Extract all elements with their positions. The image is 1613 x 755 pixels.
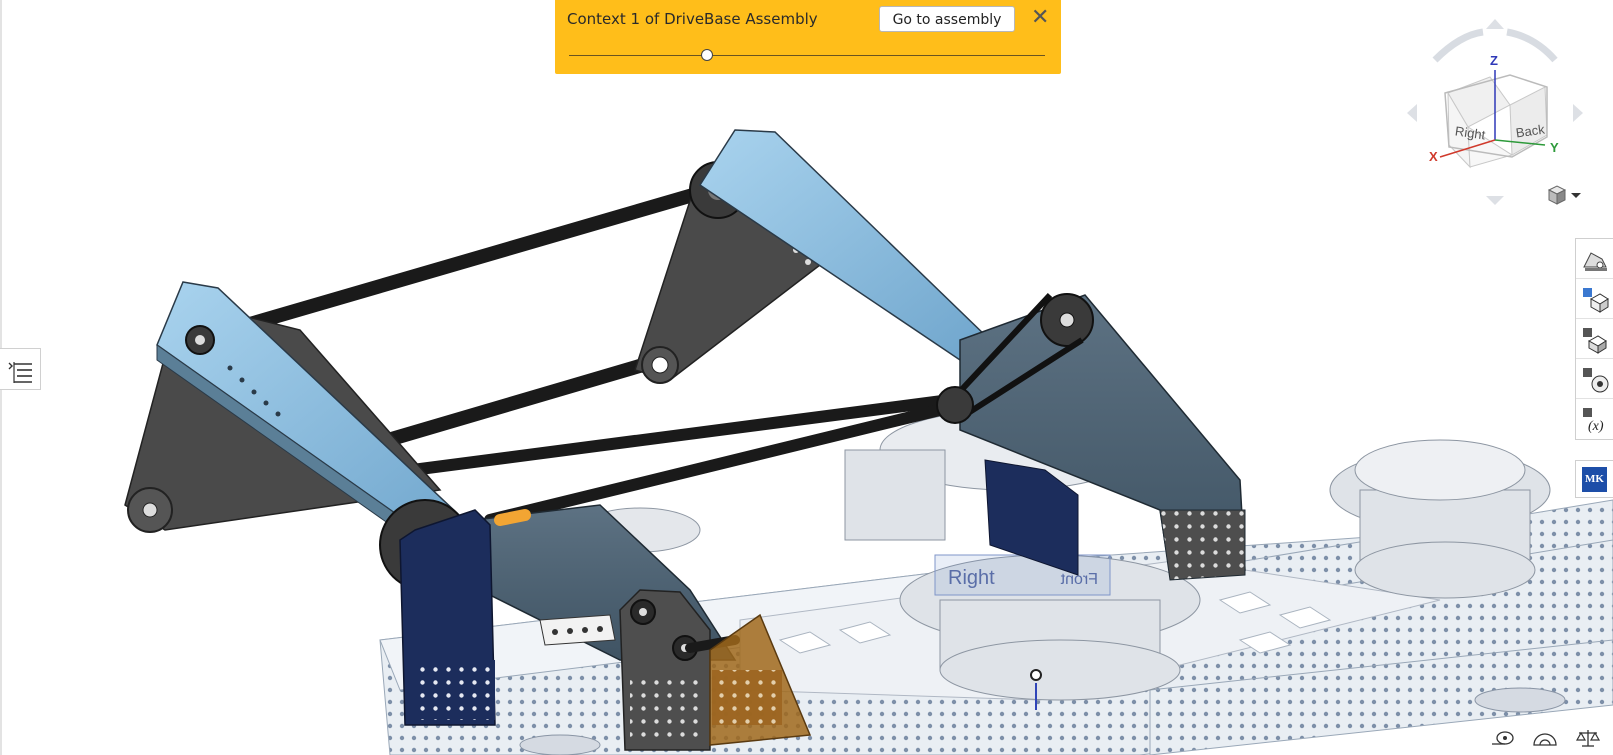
- wheel-treads: [519, 687, 1566, 755]
- axis-z-label: Z: [1490, 53, 1498, 68]
- context-banner: Context 1 of DriveBase Assembly Go to as…: [555, 0, 1061, 74]
- close-icon[interactable]: ✕: [1031, 5, 1050, 30]
- mk-app-button[interactable]: MK: [1575, 460, 1613, 498]
- axis-y-label: Y: [1550, 140, 1559, 155]
- front-bracket: [539, 614, 616, 646]
- protractor-button[interactable]: [1532, 727, 1558, 749]
- rotate-left-arrow[interactable]: [1407, 104, 1417, 122]
- mass-properties-icon: [1575, 730, 1601, 747]
- rotate-right-arrow[interactable]: [1573, 104, 1583, 122]
- tape-measure-button[interactable]: [1490, 727, 1516, 749]
- list-indent-icon: [8, 362, 32, 383]
- mate-connector-icon: [1583, 368, 1609, 393]
- view-cube[interactable]: Right Back Z X Y: [1405, 15, 1585, 210]
- variables-button[interactable]: (x): [1576, 399, 1613, 439]
- view-cube-orbit-arrows[interactable]: [1432, 28, 1558, 63]
- tape-measure-icon: [1492, 731, 1514, 745]
- scene-plane-labels: Right Front: [934, 554, 1111, 710]
- gusset-right: [936, 292, 1246, 581]
- front-amber-plate: [709, 613, 812, 746]
- arm-bar-left: [156, 281, 477, 561]
- axis-triad: Z X Y: [1429, 53, 1559, 164]
- rotate-down-arrow[interactable]: [1486, 196, 1504, 205]
- cube-shaded-icon: [1547, 185, 1567, 205]
- protractor-icon: [1533, 733, 1557, 746]
- render-studio-button[interactable]: [1576, 239, 1613, 279]
- axis-x-label: X: [1429, 149, 1438, 164]
- svg-text:(x): (x): [1588, 419, 1604, 434]
- render-studio-icon: [1583, 252, 1607, 271]
- scene-label-front: Front: [1060, 571, 1098, 588]
- front-gray-plate: [619, 589, 740, 751]
- mk-app-icon: MK: [1582, 467, 1607, 492]
- go-to-assembly-button[interactable]: Go to assembly: [879, 6, 1015, 32]
- front-navy-plate: [399, 509, 496, 726]
- feature-list-toggle-button[interactable]: [0, 348, 41, 390]
- assembly-grid-icon: [1583, 328, 1607, 354]
- right-toolbar: (x): [1575, 238, 1613, 440]
- scene-label-right: Right: [948, 567, 995, 589]
- view-cube-face-back: Back: [1515, 122, 1546, 141]
- center-navy-plate: [984, 459, 1079, 576]
- context-title: Context 1 of DriveBase Assembly: [567, 10, 818, 28]
- mate-connector-button[interactable]: [1576, 359, 1613, 399]
- view-cube-body[interactable]: [1444, 74, 1548, 169]
- part-studio-insert-button[interactable]: [1576, 279, 1613, 319]
- rotate-up-arrow[interactable]: [1486, 19, 1504, 29]
- assembly-insert-button[interactable]: [1576, 319, 1613, 359]
- view-cube-face-right: Right: [1454, 123, 1487, 142]
- context-slider-thumb[interactable]: [701, 49, 714, 61]
- mass-properties-button[interactable]: [1575, 727, 1601, 749]
- swerve-module-front-right: [1329, 439, 1551, 599]
- chevron-down-icon: [1571, 193, 1581, 198]
- variables-icon: (x): [1583, 408, 1604, 434]
- part-studio-grid-icon: [1583, 288, 1609, 313]
- context-slider-track[interactable]: [569, 55, 1045, 56]
- view-options-dropdown[interactable]: [1545, 184, 1585, 206]
